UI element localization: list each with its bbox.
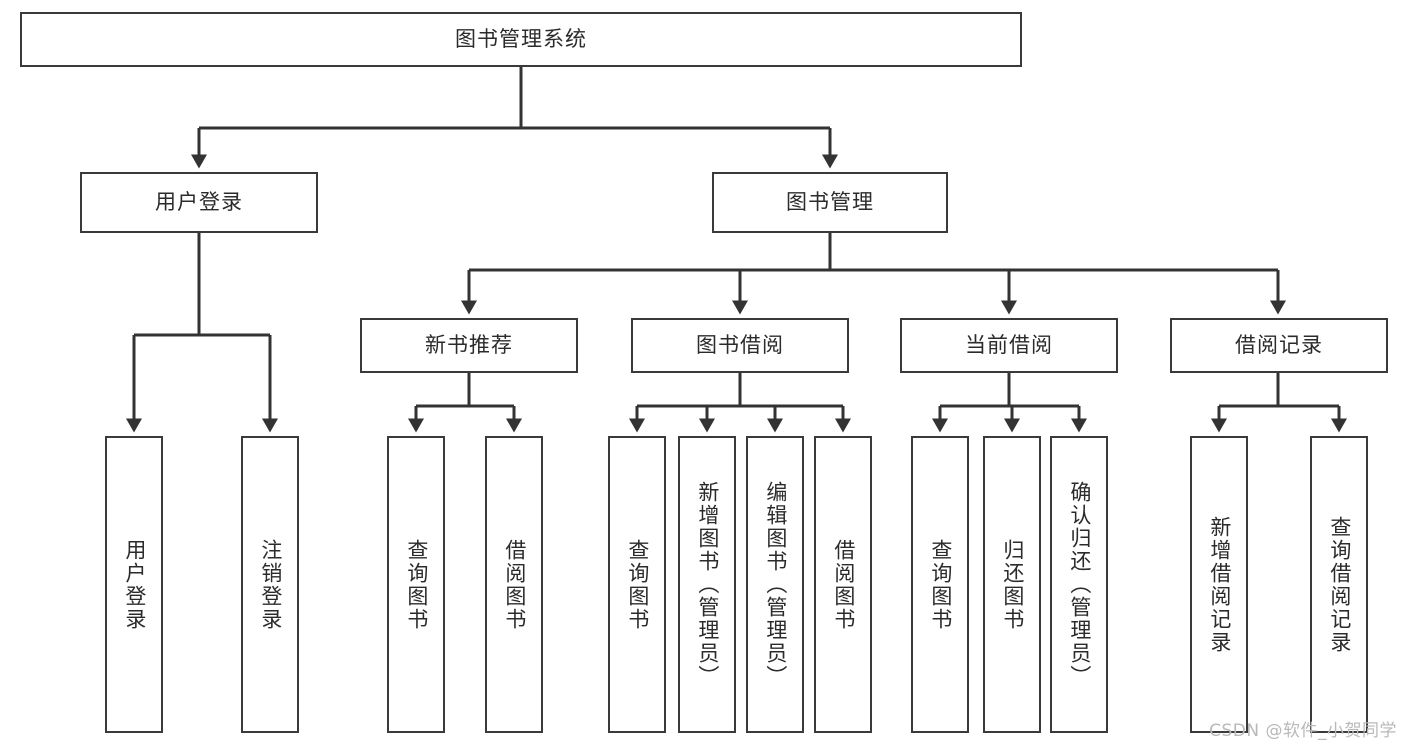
node-leaf-add-book-label: 新增图书（管理员） xyxy=(695,481,720,688)
node-root[interactable]: 图书管理系统 xyxy=(20,12,1022,67)
node-user-login-label: 用户登录 xyxy=(155,189,243,214)
node-leaf-borrow-book-1-label: 借阅图书 xyxy=(502,538,527,631)
node-leaf-edit-book-label: 编辑图书（管理员） xyxy=(763,481,788,688)
node-leaf-query-record[interactable]: 查询借阅记录 xyxy=(1310,436,1368,733)
node-book-borrow-label: 图书借阅 xyxy=(696,332,784,357)
csdn-watermark: CSDN @软件_小贺同学 xyxy=(1209,721,1397,741)
node-borrow-record[interactable]: 借阅记录 xyxy=(1170,318,1388,373)
node-leaf-borrow-book-2[interactable]: 借阅图书 xyxy=(814,436,872,733)
node-leaf-query-book-1-label: 查询图书 xyxy=(404,538,429,631)
node-leaf-borrow-book-1[interactable]: 借阅图书 xyxy=(485,436,543,733)
node-leaf-confirm-return-label: 确认归还（管理员） xyxy=(1067,481,1092,688)
node-leaf-borrow-book-2-label: 借阅图书 xyxy=(831,538,856,631)
node-leaf-user-login[interactable]: 用户登录 xyxy=(105,436,163,733)
node-borrow-record-label: 借阅记录 xyxy=(1235,332,1323,357)
node-root-label: 图书管理系统 xyxy=(455,26,587,51)
node-leaf-logout[interactable]: 注销登录 xyxy=(241,436,299,733)
node-leaf-confirm-return[interactable]: 确认归还（管理员） xyxy=(1050,436,1108,733)
node-leaf-query-record-label: 查询借阅记录 xyxy=(1327,515,1352,654)
node-leaf-add-record-label: 新增借阅记录 xyxy=(1207,515,1232,654)
node-new-book-recommend[interactable]: 新书推荐 xyxy=(360,318,578,373)
node-leaf-query-book-3-label: 查询图书 xyxy=(928,538,953,631)
node-new-book-recommend-label: 新书推荐 xyxy=(425,332,513,357)
node-leaf-return-book-label: 归还图书 xyxy=(1000,538,1025,631)
node-current-borrow[interactable]: 当前借阅 xyxy=(900,318,1118,373)
node-leaf-query-book-1[interactable]: 查询图书 xyxy=(387,436,445,733)
node-leaf-user-login-label: 用户登录 xyxy=(122,538,147,631)
node-leaf-return-book[interactable]: 归还图书 xyxy=(983,436,1041,733)
node-leaf-query-book-3[interactable]: 查询图书 xyxy=(911,436,969,733)
node-leaf-add-book[interactable]: 新增图书（管理员） xyxy=(678,436,736,733)
node-current-borrow-label: 当前借阅 xyxy=(965,332,1053,357)
node-book-manage-label: 图书管理 xyxy=(786,189,874,214)
node-leaf-edit-book[interactable]: 编辑图书（管理员） xyxy=(746,436,804,733)
node-leaf-query-book-2[interactable]: 查询图书 xyxy=(608,436,666,733)
node-leaf-logout-label: 注销登录 xyxy=(258,538,283,631)
node-book-manage[interactable]: 图书管理 xyxy=(712,172,948,233)
node-user-login[interactable]: 用户登录 xyxy=(80,172,318,233)
node-book-borrow[interactable]: 图书借阅 xyxy=(631,318,849,373)
node-leaf-query-book-2-label: 查询图书 xyxy=(625,538,650,631)
node-leaf-add-record[interactable]: 新增借阅记录 xyxy=(1190,436,1248,733)
